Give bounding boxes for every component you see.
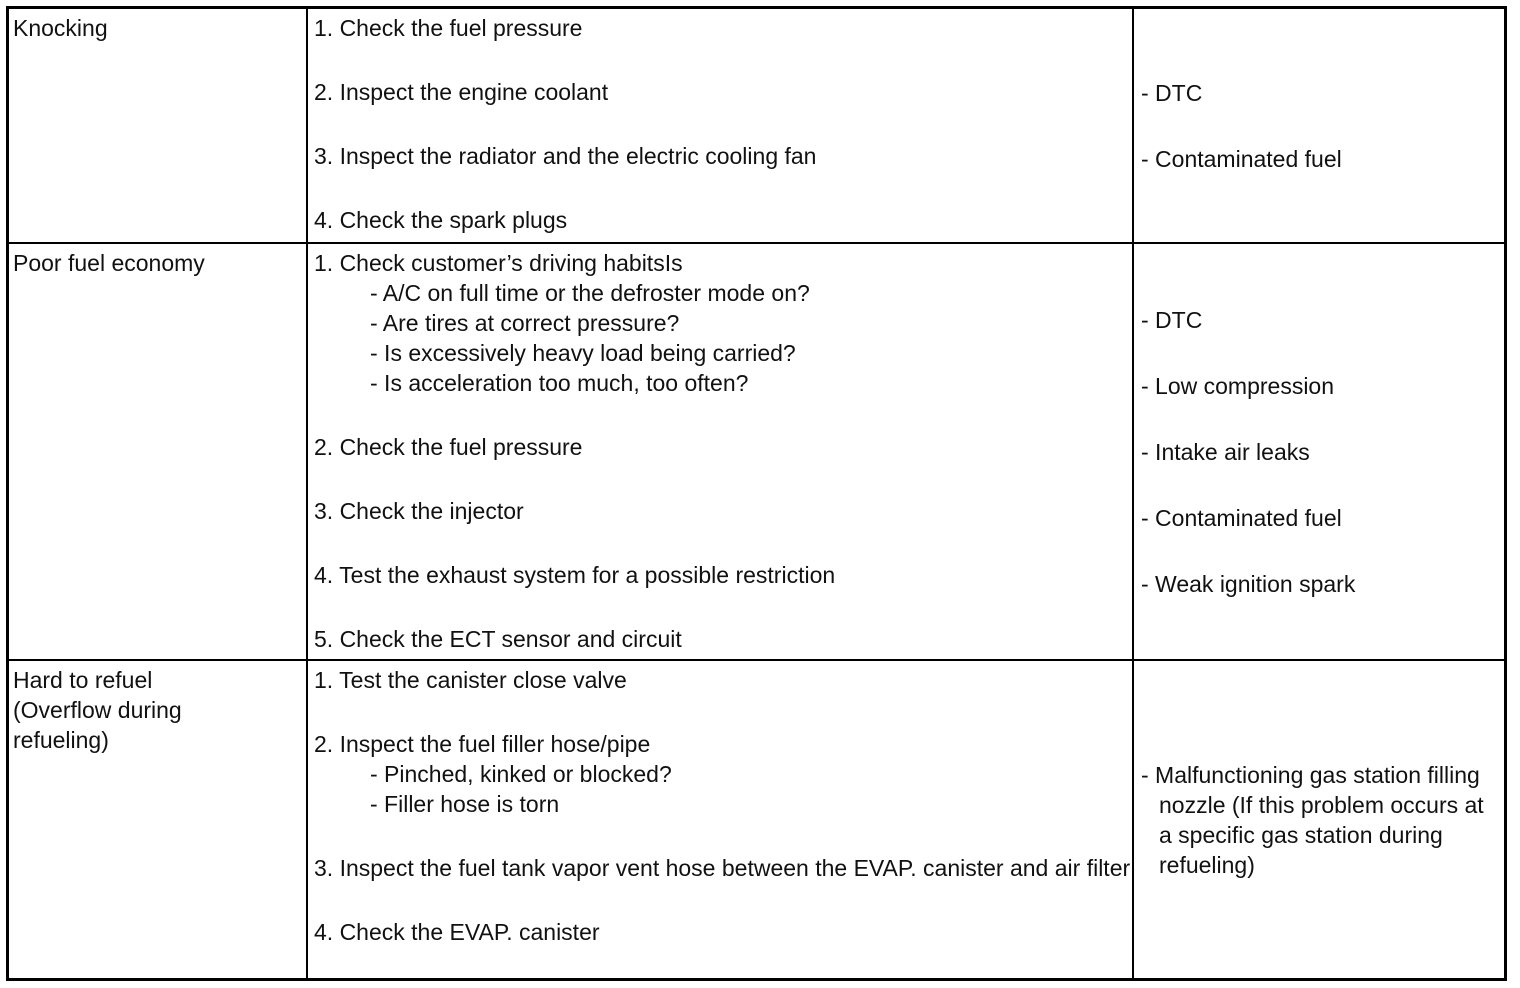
symptom-label: Knocking	[13, 15, 108, 41]
possible-cause: - Contaminated fuel	[1141, 145, 1342, 172]
inspection-step: 3. Check the injector	[314, 498, 524, 524]
symptom-cell: Poor fuel economy	[9, 244, 308, 659]
table-row-poor-fuel-economy: Poor fuel economy 1. Check customer’s dr…	[9, 244, 1504, 661]
inspection-step: 4. Check the EVAP. canister	[314, 919, 600, 945]
inspection-sub-item: - Is acceleration too much, too often?	[370, 370, 749, 396]
symptom-label: Hard to refuel (Overflow during refuelin…	[13, 667, 182, 753]
possible-cause: - DTC	[1141, 79, 1203, 106]
inspection-step: 5. Check the ECT sensor and circuit	[314, 626, 682, 652]
possible-cause: - Malfunctioning gas station filling noz…	[1141, 761, 1484, 878]
table-row-knocking: Knocking 1. Check the fuel pressure 2. I…	[9, 9, 1504, 244]
possible-causes-cell: - DTC - Low compression - Intake air lea…	[1134, 244, 1504, 659]
inspection-step: 1. Check customer’s driving habitsIs - A…	[314, 248, 1132, 398]
inspection-step: 2. Check the fuel pressure	[314, 434, 583, 460]
inspection-sub-item: - Pinched, kinked or blocked?	[370, 761, 672, 787]
inspection-step: 3. Inspect the fuel tank vapor vent hose…	[314, 855, 1131, 881]
possible-causes-cell: - Malfunctioning gas station filling noz…	[1134, 661, 1504, 978]
inspection-sub-item: - Filler hose is torn	[370, 791, 560, 817]
inspection-step: 4. Test the exhaust system for a possibl…	[314, 562, 836, 588]
table-row-hard-to-refuel: Hard to refuel (Overflow during refuelin…	[9, 661, 1504, 978]
possible-cause: - Intake air leaks	[1141, 438, 1310, 465]
inspection-step: 1. Test the canister close valve	[314, 667, 627, 693]
inspection-steps-cell: 1. Check the fuel pressure 2. Inspect th…	[308, 9, 1134, 242]
possible-cause: - DTC	[1141, 306, 1203, 333]
inspection-step: 3. Inspect the radiator and the electric…	[314, 143, 817, 169]
inspection-steps-cell: 1. Check customer’s driving habitsIs - A…	[308, 244, 1134, 659]
inspection-step: 1. Check the fuel pressure	[314, 15, 583, 41]
inspection-step: 2. Inspect the engine coolant	[314, 79, 609, 105]
inspection-step-text: 2. Inspect the fuel filler hose/pipe	[314, 731, 651, 757]
inspection-steps-cell: 1. Test the canister close valve 2. Insp…	[308, 661, 1134, 978]
inspection-step: 4. Check the spark plugs	[314, 207, 568, 233]
inspection-sub-item: - Is excessively heavy load being carrie…	[370, 340, 796, 366]
possible-cause: - Weak ignition spark	[1141, 570, 1356, 597]
symptom-cell: Knocking	[9, 9, 308, 242]
troubleshooting-table: Knocking 1. Check the fuel pressure 2. I…	[6, 6, 1507, 981]
possible-cause: - Contaminated fuel	[1141, 504, 1342, 531]
inspection-step: 2. Inspect the fuel filler hose/pipe - P…	[314, 729, 1132, 819]
possible-cause: - Low compression	[1141, 372, 1335, 399]
inspection-sub-item: - Are tires at correct pressure?	[370, 310, 680, 336]
symptom-label: Poor fuel economy	[13, 250, 205, 276]
symptom-cell: Hard to refuel (Overflow during refuelin…	[9, 661, 308, 978]
inspection-step-text: 1. Check customer’s driving habitsIs	[314, 250, 683, 276]
possible-causes-cell: - DTC - Contaminated fuel	[1134, 9, 1504, 242]
inspection-sub-item: - A/C on full time or the defroster mode…	[370, 280, 810, 306]
